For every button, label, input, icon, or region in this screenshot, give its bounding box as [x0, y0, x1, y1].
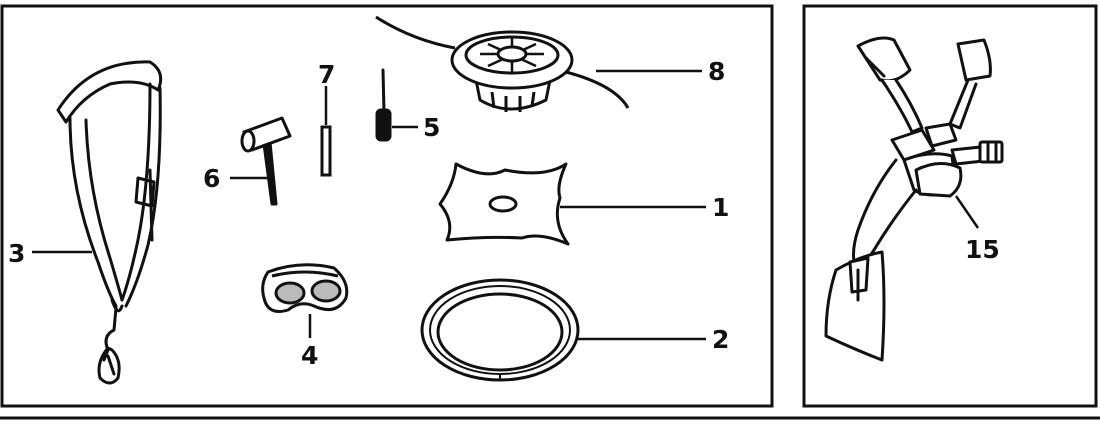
gasket-ring-icon — [420, 278, 580, 382]
callout-2: 2 — [712, 325, 729, 354]
callout-8: 8 — [708, 57, 725, 86]
left-panel-frame — [0, 4, 774, 408]
callout-1: 1 — [712, 193, 729, 222]
leader-line-15 — [954, 195, 980, 229]
screwdriver-icon — [375, 68, 392, 142]
callout-7: 7 — [318, 60, 335, 89]
blade-guard-plate-icon — [438, 162, 570, 246]
callout-15: 15 — [965, 235, 1000, 264]
callout-5: 5 — [423, 113, 440, 142]
harness-icon — [824, 36, 1004, 362]
safety-goggles-icon — [261, 263, 349, 313]
callout-6: 6 — [203, 164, 220, 193]
locking-pin-icon — [320, 125, 332, 177]
socket-wrench-icon — [240, 116, 292, 206]
right-panel-frame — [802, 4, 1098, 408]
trimmer-head-icon — [375, 15, 630, 112]
shoulder-strap-icon — [56, 60, 163, 385]
callout-4: 4 — [301, 341, 318, 370]
callout-3: 3 — [8, 239, 25, 268]
